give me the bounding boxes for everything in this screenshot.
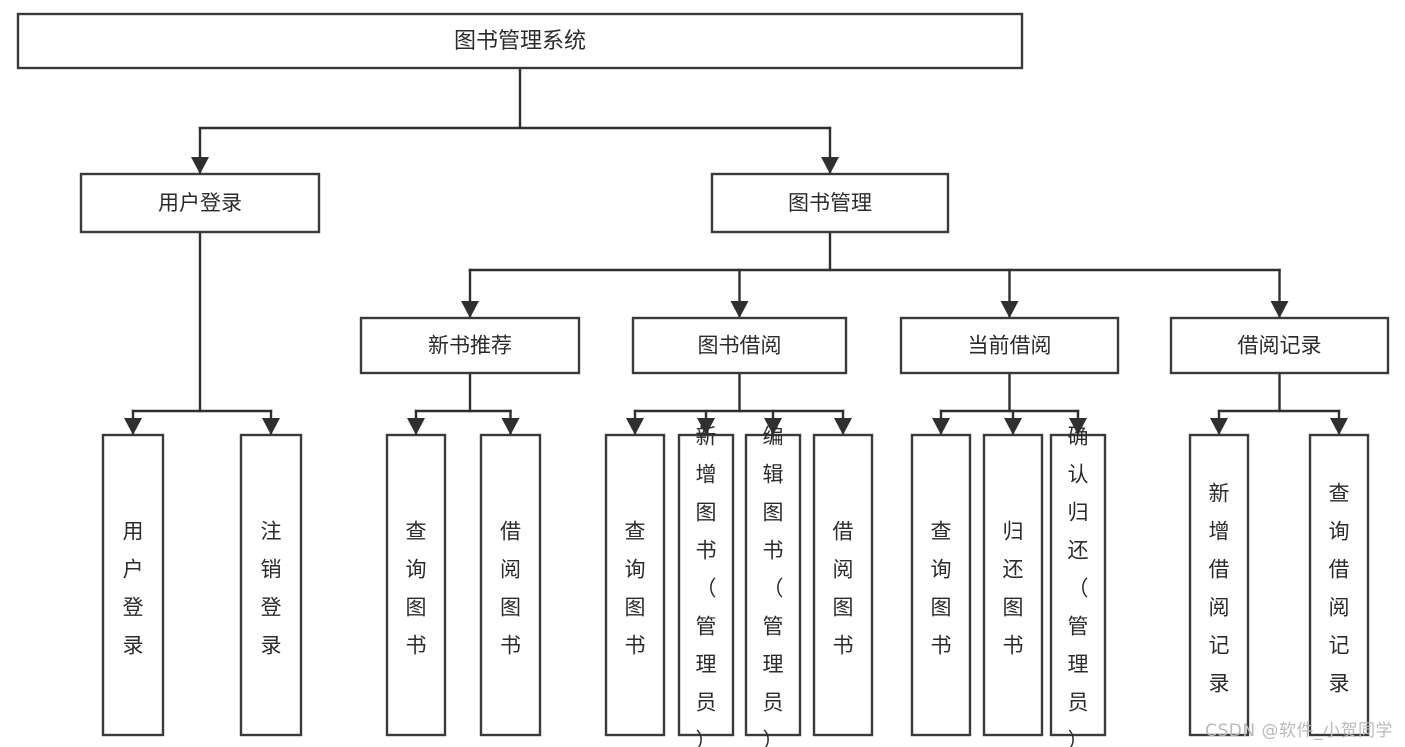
node-box-current-borrow [899,316,1120,375]
node-label-leaf-edit-book: 编辑图书（管理员） [763,425,784,747]
node-new-book-recommend[interactable]: 新书推荐 [359,316,581,375]
node-book-borrow[interactable]: 图书借阅 [631,316,848,375]
node-box-leaf-query-book-recommend [385,433,447,737]
node-box-root [16,12,1024,70]
node-label-new-book-recommend: 新书推荐 [428,334,512,358]
node-label-leaf-query-record: 查询借阅记录 [1329,482,1350,696]
node-label-book-borrow: 图书借阅 [698,334,782,358]
node-leaf-query-book-borrow[interactable]: 查询图书 [604,433,666,737]
node-box-leaf-add-book [677,433,735,737]
node-leaf-add-book[interactable]: 新增图书（管理员） [677,425,735,747]
node-label-leaf-query-book-recommend: 查询图书 [406,520,427,658]
node-leaf-add-record[interactable]: 新增借阅记录 [1188,433,1250,737]
node-box-leaf-logout [239,433,303,737]
node-box-leaf-query-book-current [910,433,972,737]
node-label-leaf-user-login: 用户登录 [123,520,144,658]
node-leaf-logout[interactable]: 注销登录 [239,433,303,737]
node-label-leaf-logout: 注销登录 [261,520,282,658]
node-label-leaf-query-book-current: 查询图书 [931,520,952,658]
node-box-leaf-add-record [1188,433,1250,737]
node-root[interactable]: 图书管理系统 [16,12,1024,70]
node-book-management[interactable]: 图书管理 [710,172,950,234]
node-leaf-borrow-book[interactable]: 借阅图书 [812,433,874,737]
node-layer: 图书管理系统用户登录图书管理新书推荐图书借阅当前借阅借阅记录用户登录注销登录查询… [16,12,1390,747]
csdn-watermark: CSDN @软件_小贺同学 [1205,721,1393,741]
connector-layer [124,66,1348,436]
node-leaf-query-book-current[interactable]: 查询图书 [910,433,972,737]
node-box-leaf-borrow-book-recommend [479,433,542,737]
node-leaf-query-record[interactable]: 查询借阅记录 [1308,433,1370,737]
node-borrow-record[interactable]: 借阅记录 [1169,316,1390,375]
node-label-leaf-borrow-book-recommend: 借阅图书 [500,520,521,658]
node-box-user-login [79,172,321,234]
node-box-leaf-query-book-borrow [604,433,666,737]
node-label-current-borrow: 当前借阅 [968,334,1052,358]
node-user-login[interactable]: 用户登录 [79,172,321,234]
node-leaf-borrow-book-recommend[interactable]: 借阅图书 [479,433,542,737]
node-leaf-query-book-recommend[interactable]: 查询图书 [385,433,447,737]
node-leaf-edit-book[interactable]: 编辑图书（管理员） [744,425,802,747]
node-label-leaf-add-book: 新增图书（管理员） [696,425,717,747]
node-box-leaf-return-book [982,433,1044,737]
node-label-borrow-record: 借阅记录 [1238,334,1322,358]
node-box-leaf-user-login [101,433,165,737]
node-label-root: 图书管理系统 [454,29,586,54]
node-label-leaf-confirm-return: 确认归还（管理员） [1068,425,1089,747]
node-label-leaf-add-record: 新增借阅记录 [1209,482,1230,696]
node-box-leaf-confirm-return [1049,433,1107,737]
node-current-borrow[interactable]: 当前借阅 [899,316,1120,375]
node-leaf-user-login[interactable]: 用户登录 [101,433,165,737]
node-label-leaf-borrow-book: 借阅图书 [833,520,854,658]
node-box-borrow-record [1169,316,1390,375]
node-leaf-confirm-return[interactable]: 确认归还（管理员） [1049,425,1107,747]
node-box-book-management [710,172,950,234]
node-box-book-borrow [631,316,848,375]
node-box-leaf-query-record [1308,433,1370,737]
node-label-user-login: 用户登录 [158,191,242,215]
node-label-book-management: 图书管理 [788,191,872,215]
node-box-leaf-borrow-book [812,433,874,737]
node-box-leaf-edit-book [744,433,802,737]
node-label-leaf-query-book-borrow: 查询图书 [625,520,646,658]
node-leaf-return-book[interactable]: 归还图书 [982,433,1044,737]
node-box-new-book-recommend [359,316,581,375]
node-label-leaf-return-book: 归还图书 [1003,520,1024,658]
